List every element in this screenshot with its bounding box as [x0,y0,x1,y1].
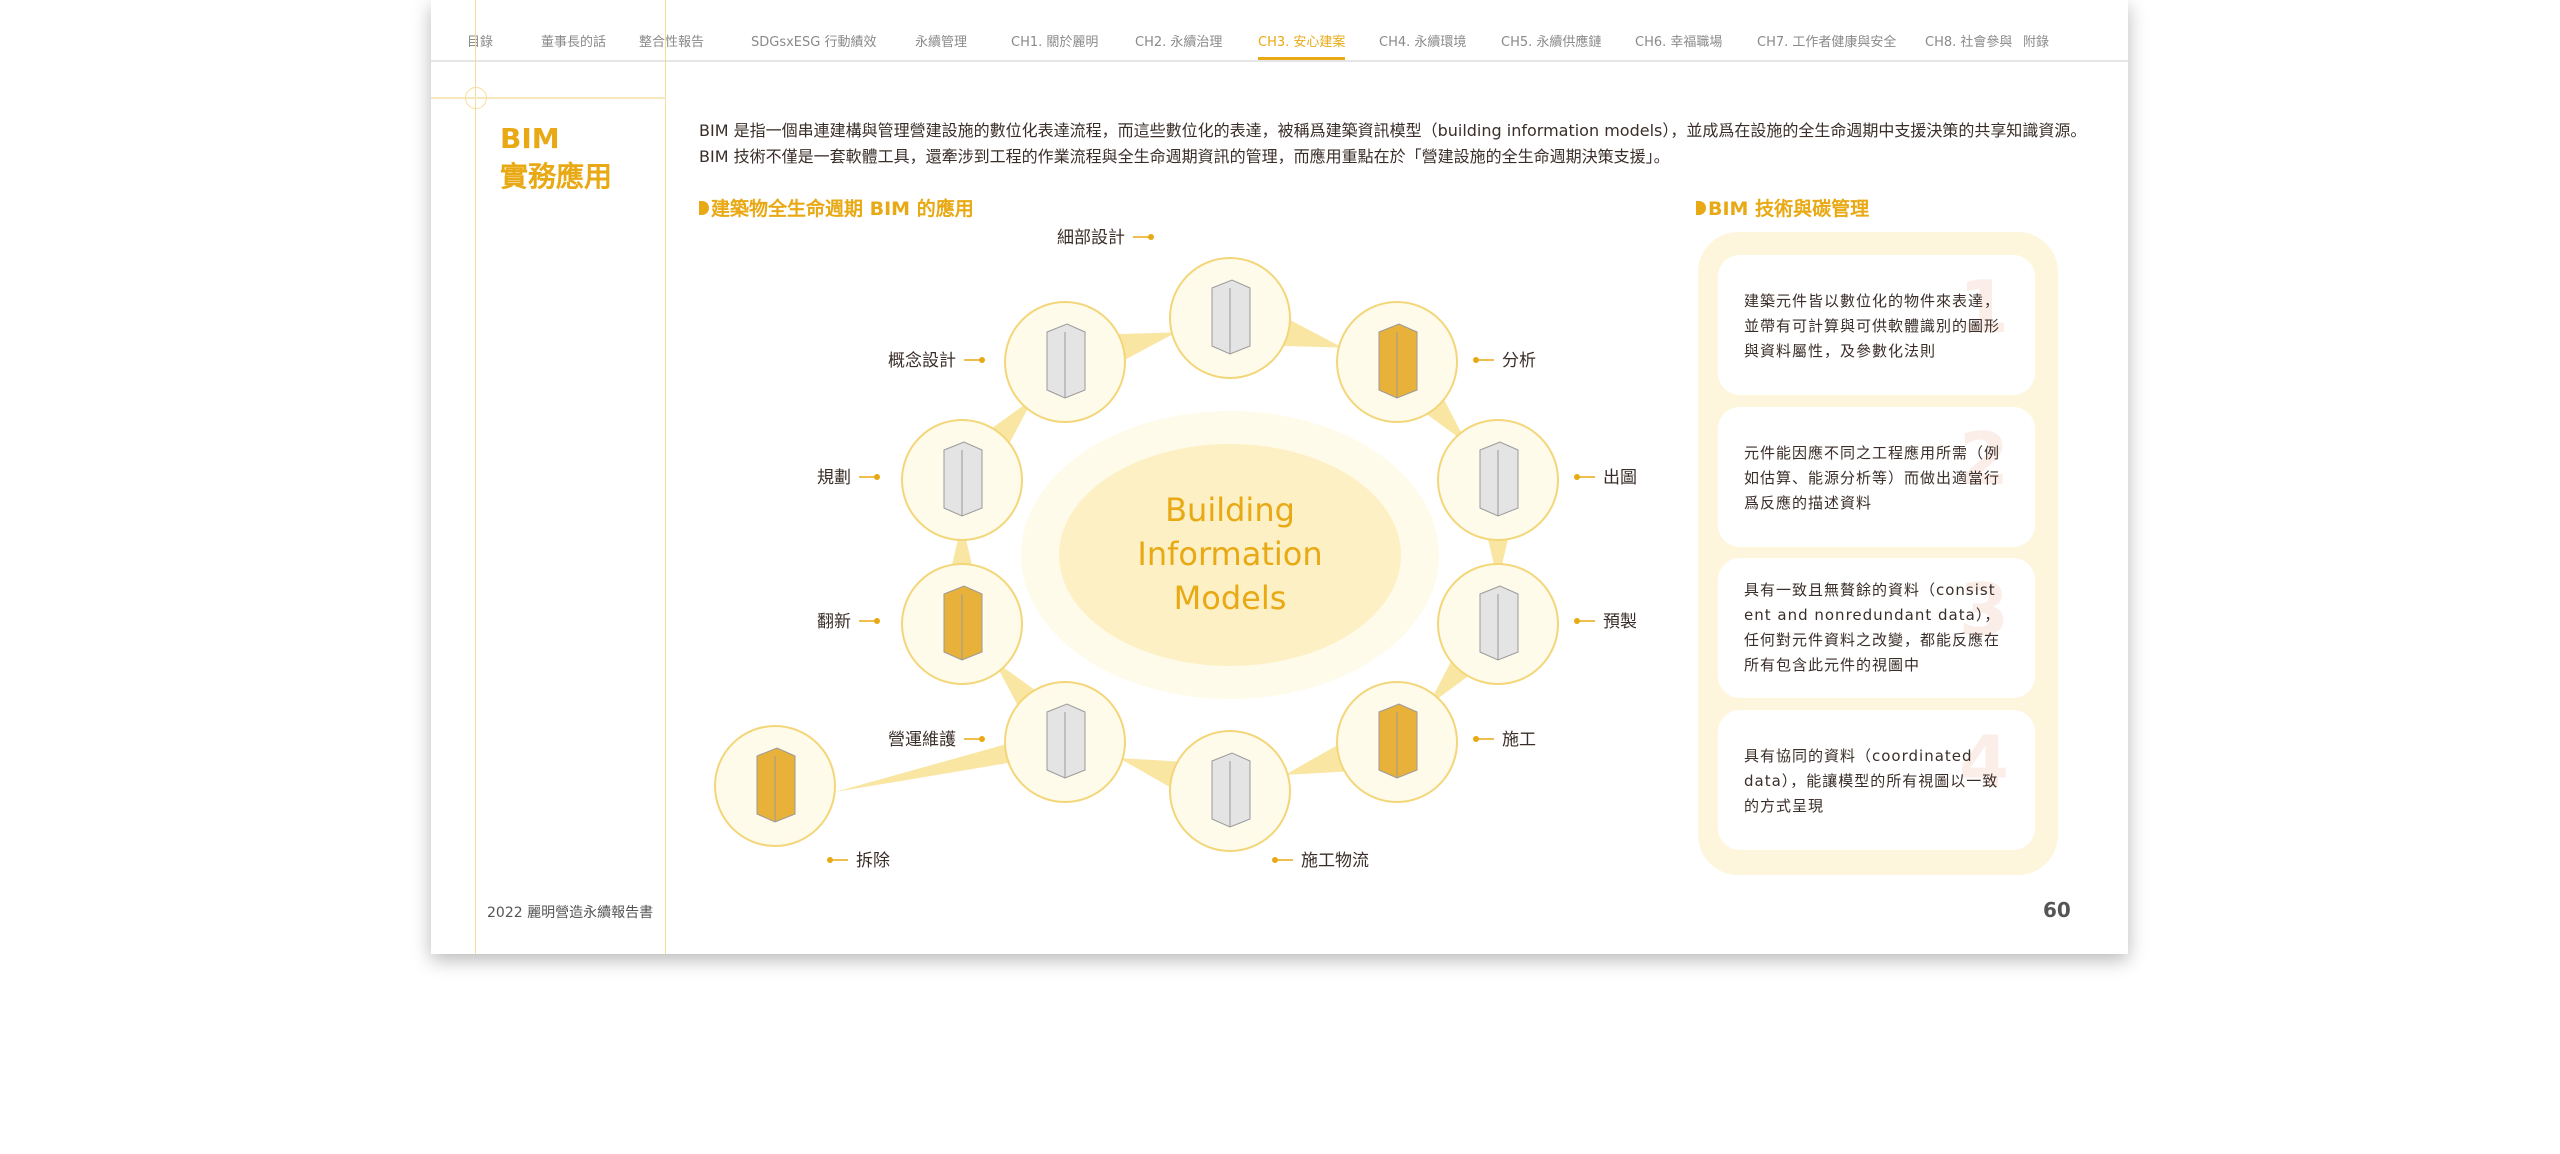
stage-label: 施工 [1502,730,1536,750]
decor-line [431,97,666,99]
title-line: 實務應用 [500,160,613,193]
decor-circle [465,87,487,109]
leader-dot [979,357,985,363]
lifecycle-heading: 建築物全生命週期 BIM 的應用 [699,194,974,221]
card-number: 2 [1958,417,2009,501]
nav-item[interactable]: CH3. 安心建案 [1258,31,1346,60]
nav-item[interactable]: 董事長的話 [541,35,607,50]
nav-item[interactable]: 附錄 [2023,35,2050,50]
nav-item[interactable]: SDGsxESG 行動績效 [751,35,877,50]
card-text: 元件能因應不同之工程應用所需（例如估算、能源分析等）而做出適當行爲反應的描述資料 [1744,444,2001,512]
stage-label: 細部設計 [1057,228,1125,248]
leader-dot [1473,736,1479,742]
center-title: Information [1137,535,1322,573]
page-number: 60 [2043,898,2071,922]
building-icon [943,585,983,661]
leader-dot [1473,357,1479,363]
building-icon [1378,323,1418,399]
card-number: 4 [1958,720,2009,804]
stage-label: 預製 [1603,612,1637,632]
heading-text: BIM 技術與碳管理 [1708,198,1870,220]
center-ellipse-inner [1059,444,1401,666]
stage-label: 翻新 [817,612,851,632]
nav-item[interactable]: CH4. 永續環境 [1379,35,1467,50]
leader-dot [979,736,985,742]
stage-label: 施工物流 [1301,851,1369,871]
building-icon [1211,752,1251,828]
leader-dot [874,618,880,624]
stage-label: 規劃 [817,468,851,488]
building-icon [1211,279,1251,355]
nav-item[interactable]: 永續管理 [915,35,968,50]
flow-arrow [835,740,1026,792]
title-line: BIM [500,122,560,155]
flow-arrow [1118,757,1181,789]
building-icon [756,747,796,823]
nav-item[interactable]: 整合性報告 [639,35,705,50]
nav-item[interactable]: CH6. 幸福職場 [1635,35,1723,50]
leader-dot [1272,857,1278,863]
decor-line [475,0,476,954]
flow-arrow [1280,318,1343,348]
report-page: 目錄 董事長的話 整合性報告 SDGsxESG 行動績效 永續管理 CH1. 關於麗明 CH… [431,0,2128,954]
building-icon [943,441,983,517]
stage-label: 分析 [1502,351,1536,371]
card-text: 具有一致且無贅餘的資料（consist ent and nonredundant… [1744,581,2001,674]
decor-line [665,0,666,954]
card-number: 3 [1958,568,2009,652]
nav-item[interactable]: CH8. 社會參與 [1925,35,2013,50]
building-icon [1479,585,1519,661]
nav-item[interactable]: CH2. 永續治理 [1135,35,1223,50]
report-name: 2022 麗明營造永續報告書 [487,905,654,921]
stage-label: 概念設計 [888,350,956,371]
bullet-icon [1696,201,1706,215]
building-icon [1046,703,1086,779]
building-icon [1046,323,1086,399]
stage-label: 拆除 [856,851,890,871]
leader-dot [1148,234,1154,240]
building-icon [1479,441,1519,517]
building-icon [1378,703,1418,779]
card-text: 具有協同的資料（coordinated data），能讓模型的所有視圖以一致的方… [1744,747,1999,815]
card-text: 建築元件皆以數位化的物件來表達，並帶有可計算與可供軟體識別的圖形與資料屬性，及參… [1744,292,2001,360]
flow-arrow [1114,332,1177,362]
card-number: 1 [1958,265,2009,349]
nav-item[interactable]: 目錄 [467,35,494,50]
bullet-icon [699,201,709,215]
center-title: Models [1174,579,1287,617]
nav-item[interactable]: CH7. 工作者健康與安全 [1757,35,1897,50]
nav-item[interactable]: CH1. 關於麗明 [1011,35,1099,50]
leader-dot [874,474,880,480]
stage-label: 營運維護 [888,730,956,750]
stage-label: 出圖 [1603,468,1637,488]
leader-dot [1574,618,1580,624]
center-title: Building [1165,491,1295,529]
nav-item[interactable]: CH5. 永續供應鏈 [1501,35,1602,50]
top-nav: 目錄 董事長的話 整合性報告 SDGsxESG 行動績效 永續管理 CH1. 關於麗明 CH… [431,0,2128,62]
carbon-heading: BIM 技術與碳管理 [1696,194,1869,221]
heading-text: 建築物全生命週期 BIM 的應用 [711,198,974,220]
leader-dot [827,857,833,863]
flow-arrow [1284,744,1347,775]
page-title: BIM 實務應用 [500,120,612,196]
intro-text: BIM 是指一個串連建構與管理營建設施的數位化表達流程，而這些數位化的表達，被稱… [699,121,2087,166]
leader-dot [1574,474,1580,480]
